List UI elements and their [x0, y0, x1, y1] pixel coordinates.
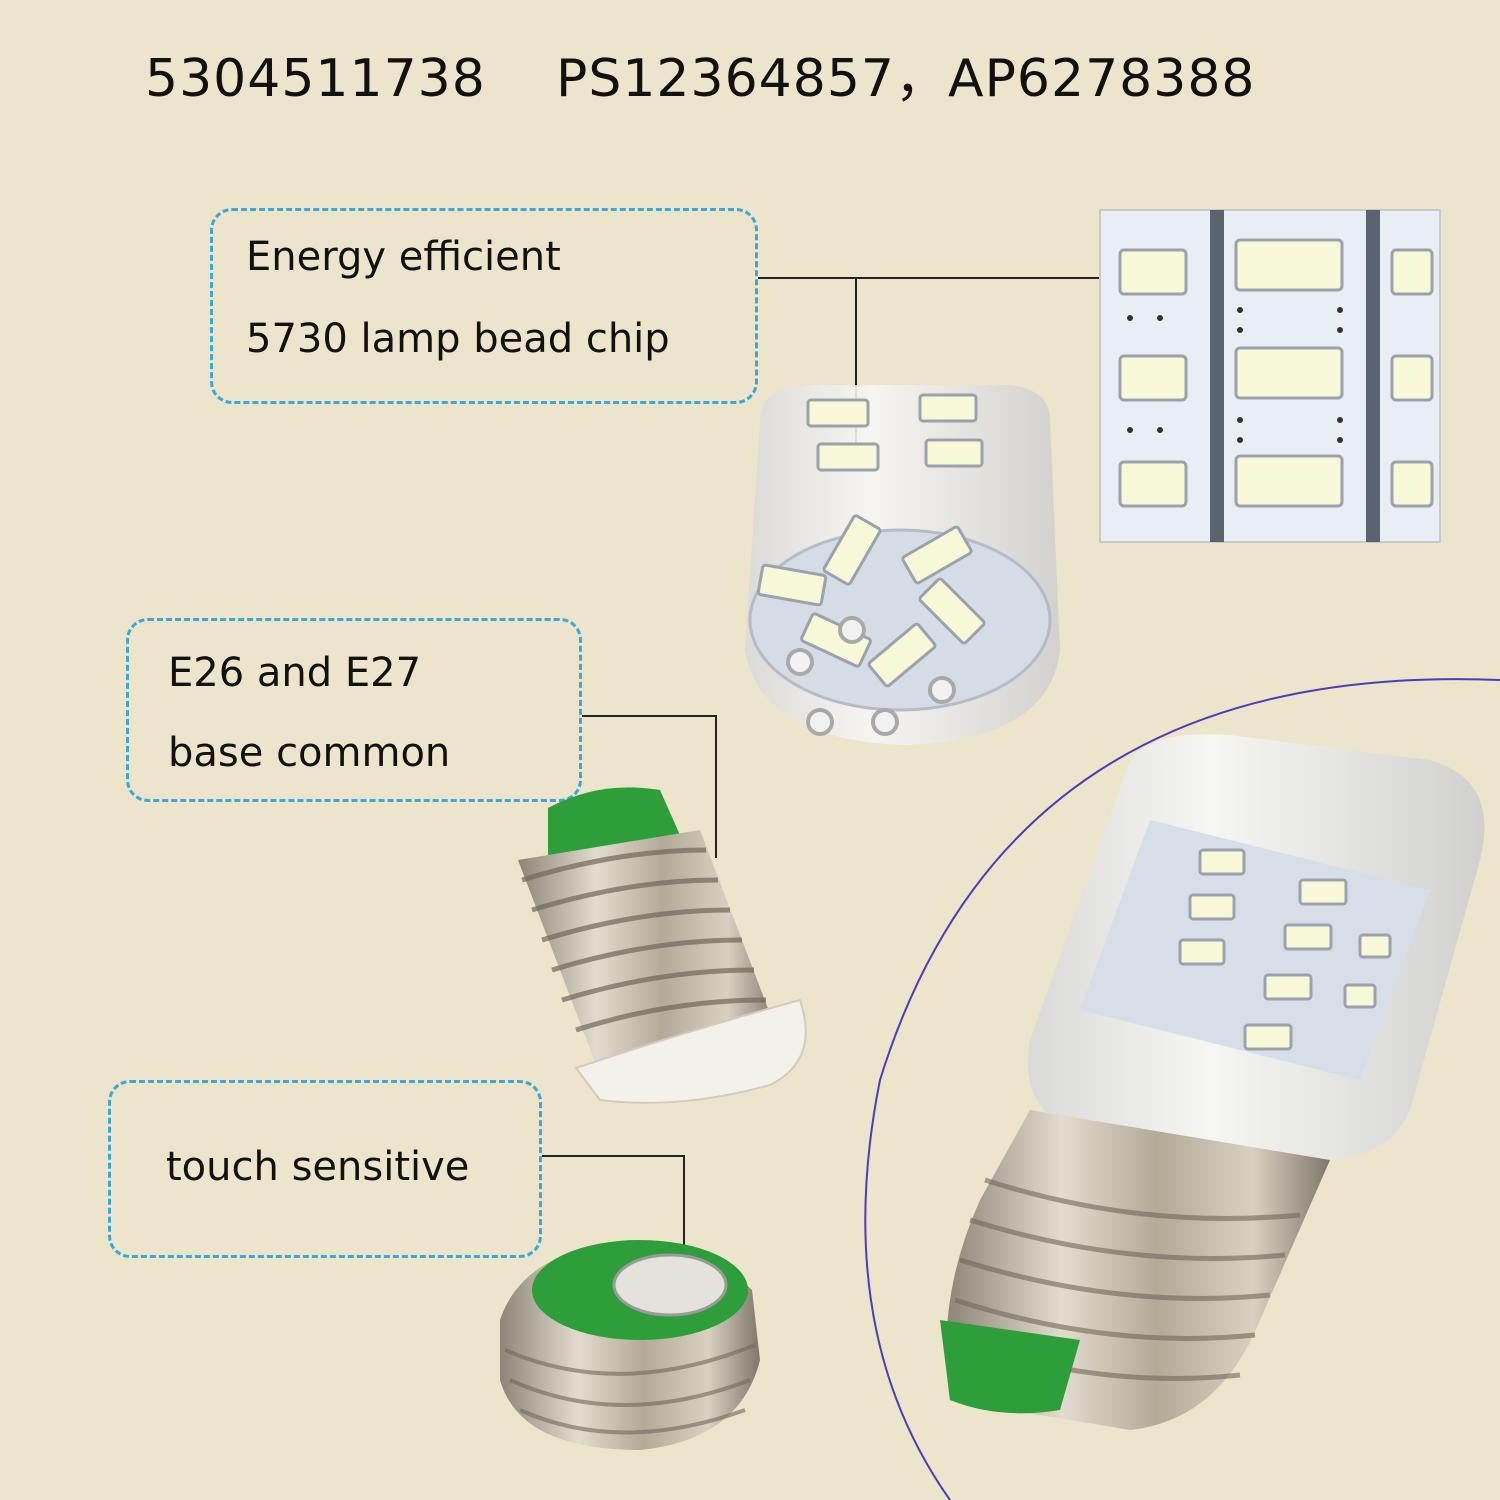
screw-base-side-image [518, 787, 807, 1104]
decorative-arc [864, 678, 1500, 1500]
callout-base-line-1: E26 and E27 [168, 650, 422, 696]
full-bulb-image [940, 734, 1485, 1430]
connector-base [582, 715, 717, 858]
screw-base-top-image [500, 1240, 760, 1450]
callout-base-line-2: base common [168, 730, 451, 776]
callout-touch-line-1: touch sensitive [166, 1144, 470, 1190]
bulb-top-view-image [745, 385, 1060, 745]
callout-energy-line-1: Energy efficient [246, 234, 561, 280]
callout-touch-sensitive [108, 1080, 542, 1258]
callout-energy-efficient [210, 208, 758, 404]
part-numbers-heading: 5304511738 PS12364857，AP6278388 [145, 49, 1256, 109]
callout-base-common [126, 618, 582, 802]
connector-touch [542, 1155, 685, 1252]
chip-closeup-image [1099, 209, 1441, 543]
callout-energy-line-2: 5730 lamp bead chip [246, 316, 670, 362]
